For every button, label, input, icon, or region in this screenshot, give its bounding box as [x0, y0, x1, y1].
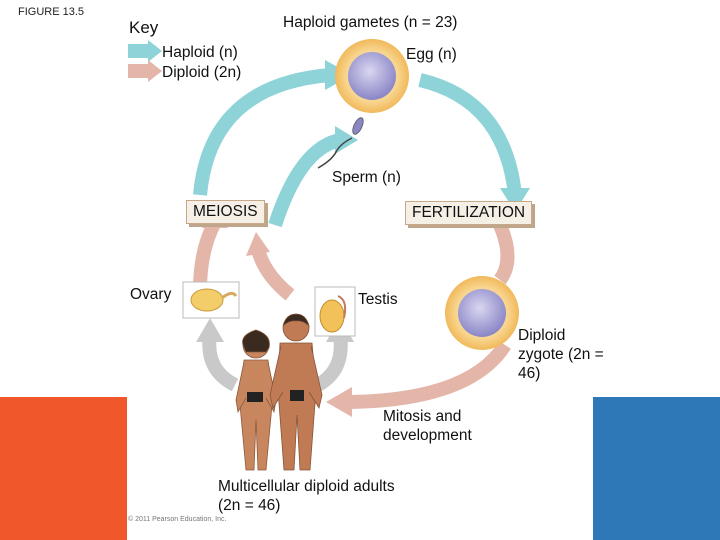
diploid-arrowhead-inner: [246, 232, 270, 256]
male-privacy-bar: [290, 390, 304, 401]
blue-corner-block: [593, 397, 720, 540]
diploid-arc-inner: [251, 247, 295, 301]
diploid-arc-left: [193, 218, 222, 291]
haploid-arc-inner: [268, 133, 342, 228]
gametes-title: Haploid gametes (n = 23): [283, 14, 458, 31]
gray-arrow-to-ovary: [202, 334, 239, 392]
key-title: Key: [129, 18, 159, 37]
copyright-notice: © 2011 Pearson Education, Inc.: [128, 516, 227, 523]
gray-arrow-to-testis: [314, 334, 348, 392]
testis-duct: [337, 295, 347, 319]
orange-corner-block: [0, 397, 127, 540]
zygote-cell-nucleus: [458, 289, 506, 337]
male-figure: [269, 313, 323, 471]
testis-icon: [319, 299, 345, 333]
sperm-label: Sperm (n): [332, 169, 401, 186]
egg-label: Egg (n): [406, 46, 457, 63]
diploid-arrowhead-bottom: [326, 387, 352, 417]
ovary-label: Ovary: [130, 286, 172, 303]
ovary-icon: [190, 288, 224, 312]
female-figure: [235, 329, 277, 471]
key-haploid-label: Haploid (n): [162, 44, 238, 61]
zygote-label: Diploid zygote (2n = 46): [518, 327, 604, 382]
sperm-head: [352, 117, 364, 135]
haploid-arrowhead-inner: [335, 126, 358, 154]
key-diploid-label: Diploid (2n): [162, 64, 242, 81]
sperm-tail: [317, 137, 353, 169]
gray-arrowhead-ovary: [196, 318, 224, 342]
fertilization-box: FERTILIZATION: [405, 201, 533, 225]
meiosis-box: MEIOSIS: [186, 200, 265, 224]
haploid-arc-right: [418, 73, 522, 196]
haploid-arc-top: [193, 68, 331, 196]
female-privacy-bar: [247, 392, 263, 402]
key-diploid-arrow: [128, 60, 162, 82]
egg-cell-nucleus: [348, 52, 396, 100]
adults-label: Multicellular diploid adults (2n = 46): [218, 478, 395, 514]
ovary-tube: [221, 291, 238, 300]
diploid-arc-bottom: [349, 341, 511, 409]
figure-label: FIGURE 13.5: [18, 6, 85, 18]
testis-label: Testis: [358, 291, 398, 308]
diploid-arc-right: [493, 222, 515, 285]
key-haploid-arrow: [128, 40, 162, 62]
haploid-arrowhead-right: [500, 188, 530, 212]
mitosis-label: Mitosis and development: [383, 408, 472, 444]
